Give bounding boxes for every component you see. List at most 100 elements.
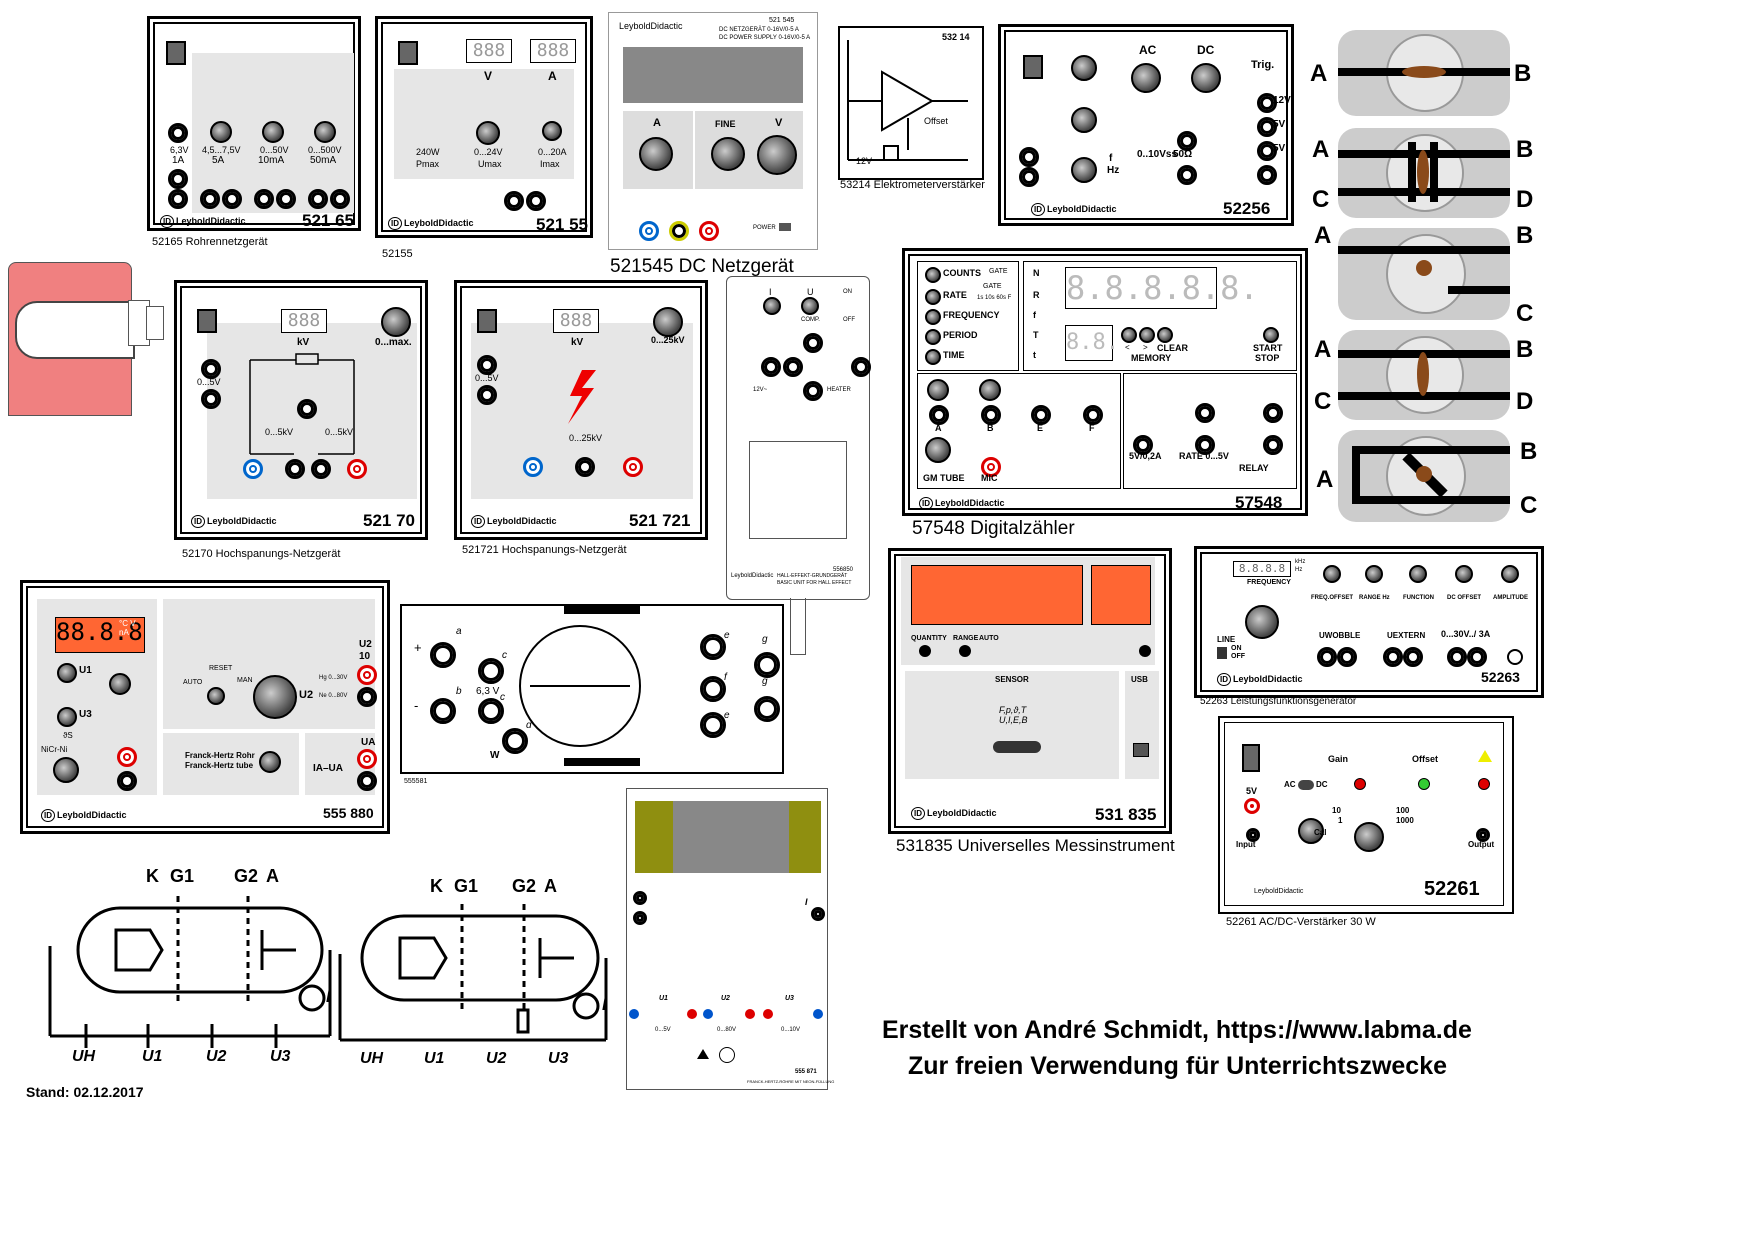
range-button[interactable]: [959, 645, 971, 657]
jack-red[interactable]: [687, 1009, 697, 1019]
function-knob[interactable]: [1409, 565, 1427, 583]
input-jack[interactable]: [1246, 828, 1260, 842]
range-knob[interactable]: [1365, 565, 1383, 583]
power-switch[interactable]: [166, 41, 186, 65]
jack[interactable]: [526, 191, 546, 211]
selector-knob[interactable]: [109, 673, 131, 695]
start-stop-button[interactable]: [1263, 327, 1279, 343]
output-jack[interactable]: [1476, 828, 1490, 842]
jack[interactable]: [285, 459, 305, 479]
rate-button[interactable]: [925, 289, 941, 305]
freq-offset-knob[interactable]: [1323, 565, 1341, 583]
power-switch[interactable]: [1242, 744, 1260, 772]
jack[interactable]: [851, 357, 871, 377]
switch-2[interactable]: [1338, 128, 1510, 218]
voltage-knob-2[interactable]: [262, 121, 284, 143]
current-knob[interactable]: [639, 137, 673, 171]
jack-minus[interactable]: [639, 221, 659, 241]
switch-4[interactable]: [1338, 330, 1510, 420]
tube-socket[interactable]: [259, 751, 281, 773]
jack[interactable]: [201, 389, 221, 409]
amplitude-knob[interactable]: [1501, 565, 1519, 583]
switch-3[interactable]: [1338, 228, 1510, 320]
jack-blue[interactable]: [703, 1009, 713, 1019]
u2-knob[interactable]: [253, 675, 297, 719]
jack-e[interactable]: [700, 634, 726, 660]
current-knob[interactable]: [542, 121, 562, 141]
jack[interactable]: [633, 911, 647, 925]
counts-button[interactable]: [925, 267, 941, 283]
frequency-button[interactable]: [925, 309, 941, 325]
max-knob[interactable]: [381, 307, 411, 337]
voltage-knob[interactable]: [476, 121, 500, 145]
jack[interactable]: [1083, 405, 1103, 425]
jack[interactable]: [929, 405, 949, 425]
jack[interactable]: [168, 169, 188, 189]
jack-plus[interactable]: [623, 457, 643, 477]
jack[interactable]: [1257, 93, 1277, 113]
jack[interactable]: [1031, 405, 1051, 425]
line-switch[interactable]: [1217, 647, 1227, 659]
jack-plus[interactable]: [699, 221, 719, 241]
jack[interactable]: [803, 333, 823, 353]
dc-knob[interactable]: [1191, 63, 1221, 93]
ac-dc-switch[interactable]: [1298, 780, 1314, 790]
jack[interactable]: [308, 189, 328, 209]
jack[interactable]: [1263, 403, 1283, 423]
jack[interactable]: [803, 381, 823, 401]
jack[interactable]: [1257, 165, 1277, 185]
time-button[interactable]: [925, 349, 941, 365]
frequency-knob[interactable]: [1071, 157, 1097, 183]
jack[interactable]: [200, 189, 220, 209]
gain-knob[interactable]: [1354, 822, 1384, 852]
jack[interactable]: [117, 771, 137, 791]
thermocouple-socket[interactable]: [53, 757, 79, 783]
jack-f[interactable]: [700, 676, 726, 702]
memory-next-button[interactable]: [1139, 327, 1155, 343]
jack[interactable]: [1244, 798, 1260, 814]
jack-c2[interactable]: [478, 698, 504, 724]
fine-knob[interactable]: [711, 137, 745, 171]
power-switch[interactable]: [779, 223, 791, 231]
jack[interactable]: [1263, 435, 1283, 455]
jack[interactable]: [330, 189, 350, 209]
jack[interactable]: [1019, 147, 1039, 167]
range-knob[interactable]: [1071, 107, 1097, 133]
jack-c[interactable]: [478, 658, 504, 684]
jack[interactable]: [1337, 647, 1357, 667]
period-button[interactable]: [925, 329, 941, 345]
knob[interactable]: [979, 379, 1001, 401]
gm-tube-socket[interactable]: [925, 437, 951, 463]
jack[interactable]: [1195, 403, 1215, 423]
jack[interactable]: [1467, 647, 1487, 667]
jack[interactable]: [1257, 141, 1277, 161]
jack[interactable]: [357, 687, 377, 707]
power-switch[interactable]: [477, 309, 497, 333]
jack-plus[interactable]: [347, 459, 367, 479]
jack[interactable]: [201, 359, 221, 379]
jack[interactable]: [297, 399, 317, 419]
u1-knob[interactable]: [57, 663, 77, 683]
jack[interactable]: [1195, 435, 1215, 455]
jack[interactable]: [811, 907, 825, 921]
dc-offset-knob[interactable]: [1455, 565, 1473, 583]
usb-port[interactable]: [1133, 743, 1149, 757]
ac-knob[interactable]: [1131, 63, 1161, 93]
switch-1[interactable]: [1338, 30, 1510, 116]
jack[interactable]: [1447, 647, 1467, 667]
current-knob[interactable]: [763, 297, 781, 315]
jack-red[interactable]: [763, 1009, 773, 1019]
jack[interactable]: [117, 747, 137, 767]
jack[interactable]: [1507, 649, 1523, 665]
switch-5[interactable]: [1338, 430, 1510, 522]
jack[interactable]: [783, 357, 803, 377]
jack[interactable]: [504, 191, 524, 211]
jack[interactable]: [633, 891, 647, 905]
zero-button[interactable]: [1139, 645, 1151, 657]
jack[interactable]: [981, 405, 1001, 425]
jack[interactable]: [254, 189, 274, 209]
memory-prev-button[interactable]: [1121, 327, 1137, 343]
jack-minus[interactable]: [243, 459, 263, 479]
u3-knob[interactable]: [57, 707, 77, 727]
jack[interactable]: [1403, 647, 1423, 667]
